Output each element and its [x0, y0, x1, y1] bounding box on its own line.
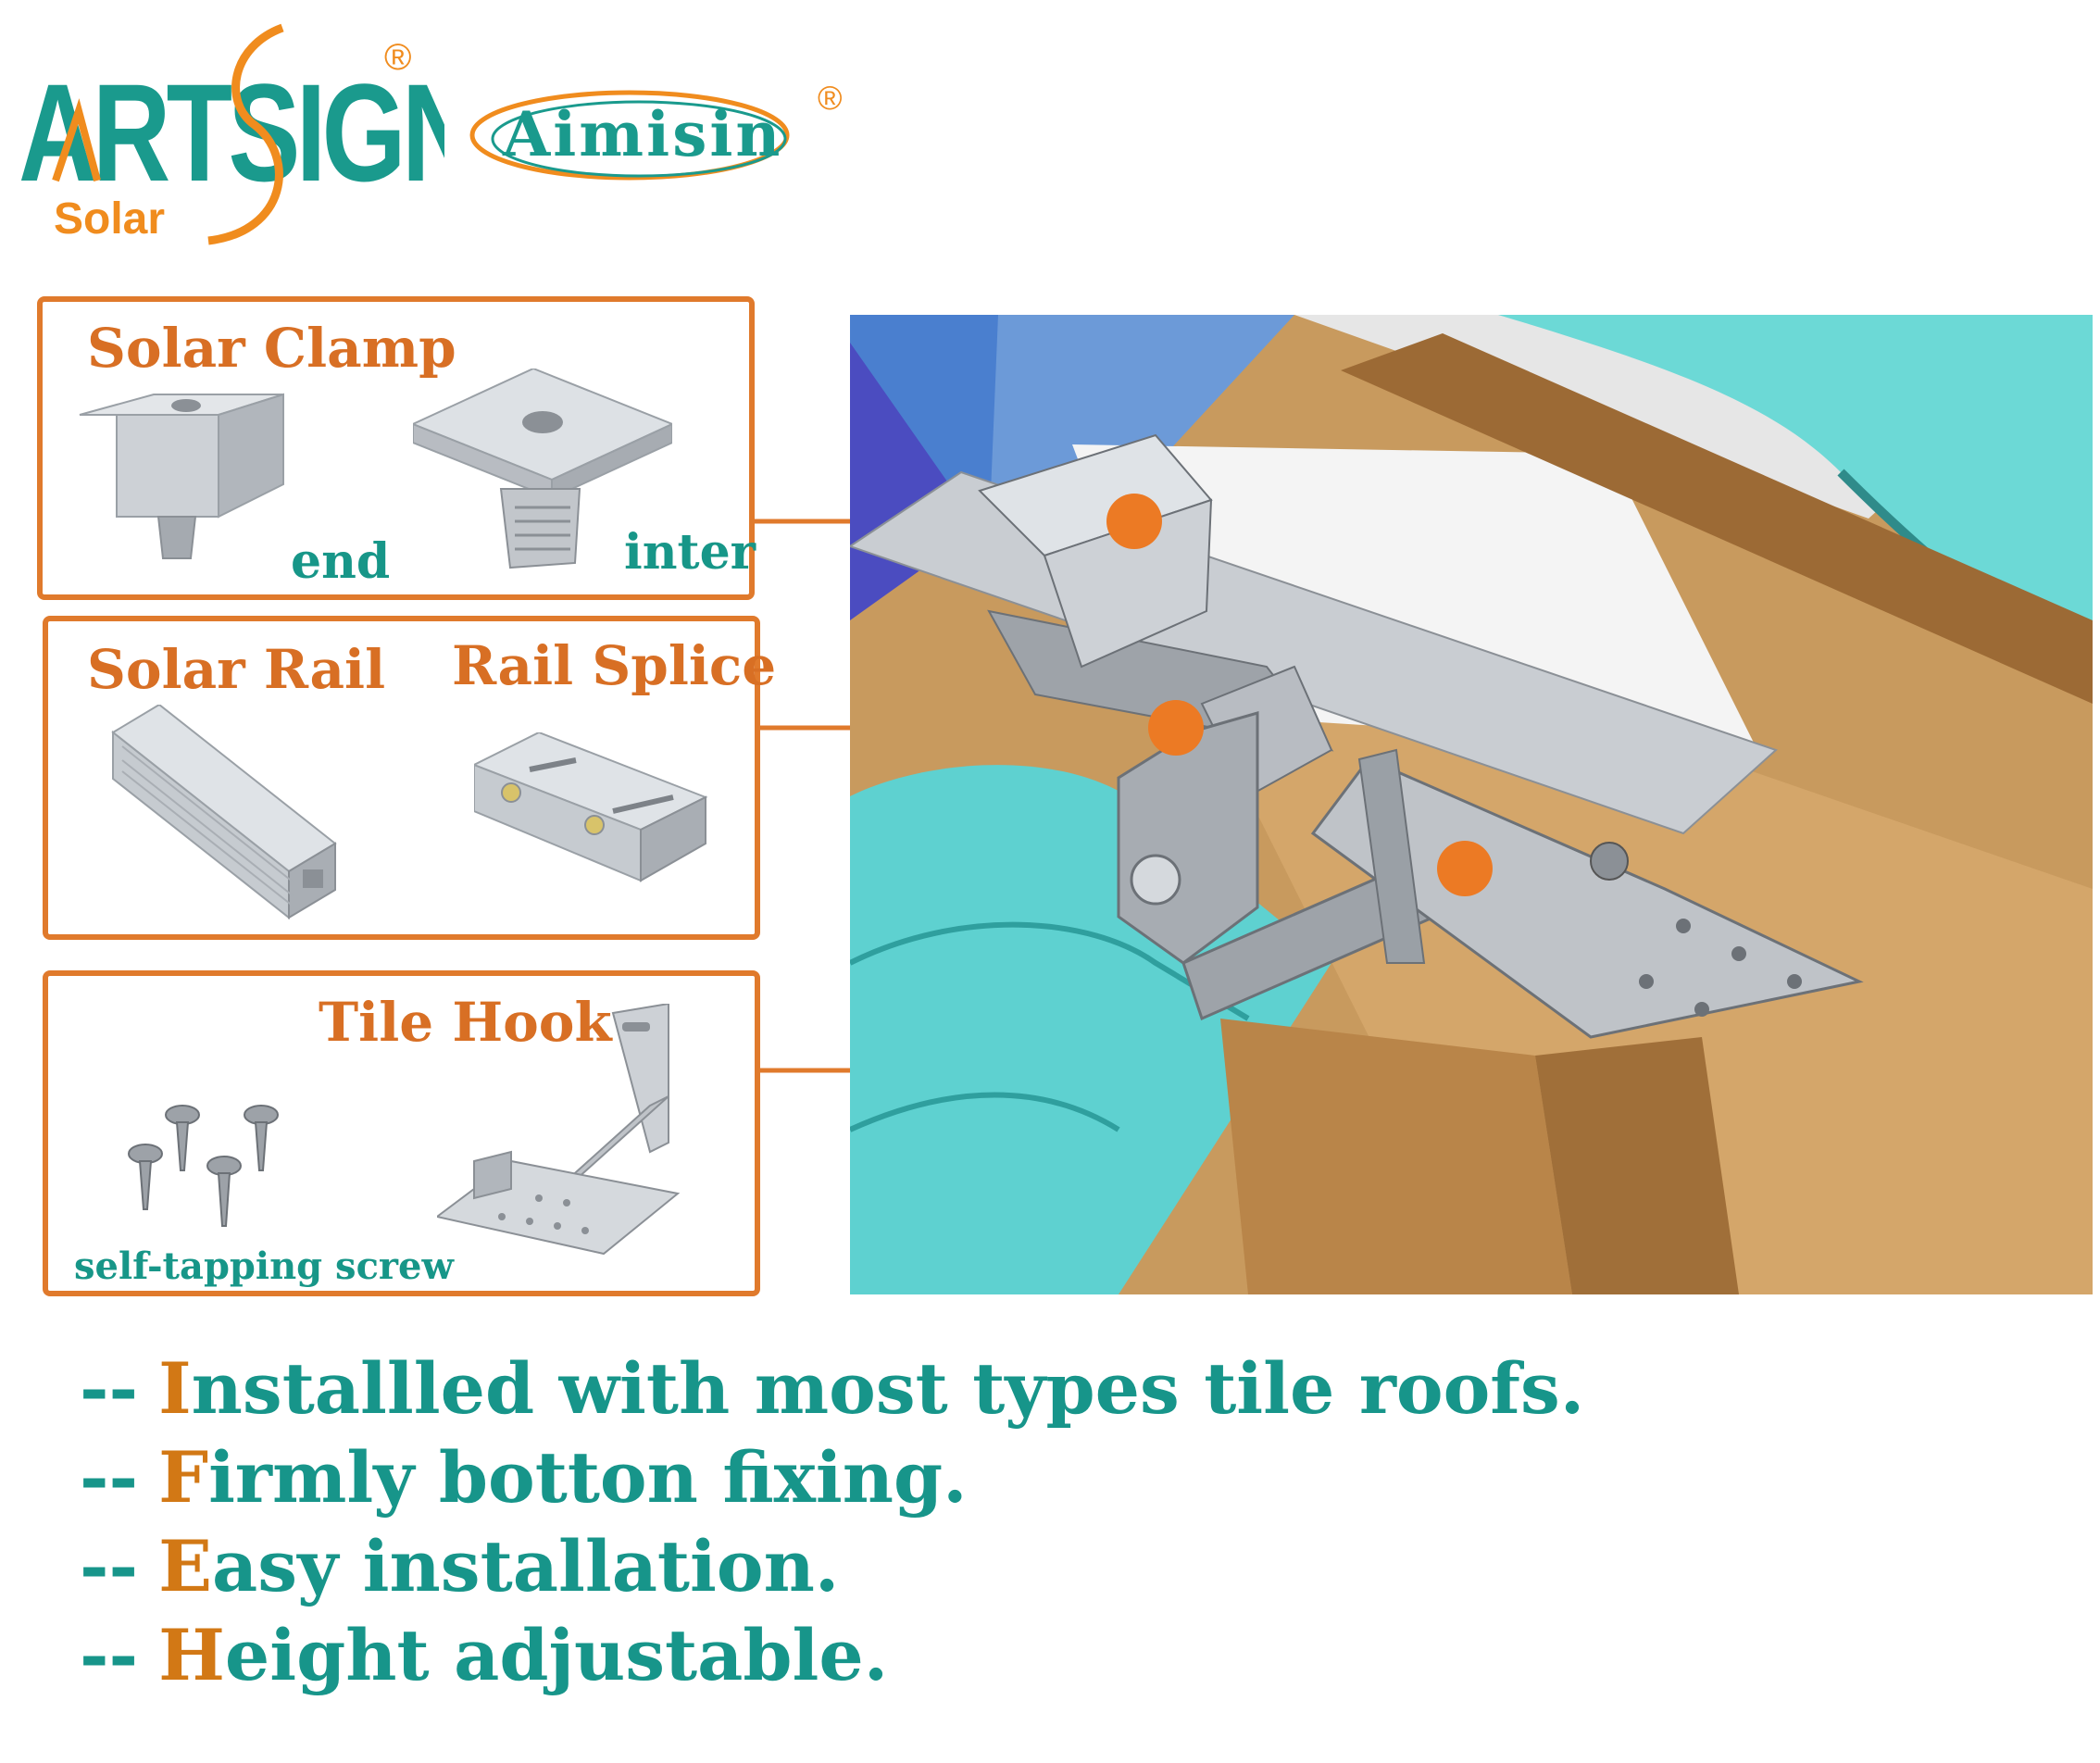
inter-clamp-icon [413, 369, 672, 569]
feature-item: --Easy installation. [80, 1525, 840, 1607]
tile-hook-title: Tile Hook [319, 991, 612, 1054]
artsign-solar-logo: ARTSIGN Solar ® [19, 23, 444, 245]
feature-item: --Firmly botton fixing. [80, 1436, 968, 1519]
clamp-marker-dot [1106, 494, 1162, 549]
artsign-swoosh-icon [207, 23, 284, 245]
registered-mark: ® [384, 37, 411, 78]
solar-clamp-panel: Solar Clamp end inter [37, 296, 756, 600]
tile-hook-icon [437, 1004, 681, 1256]
end-clamp-icon [79, 393, 284, 559]
roof-tile-upper [1498, 315, 2093, 676]
artsign-a-accent-icon [52, 98, 101, 182]
rail-marker-dot [1148, 700, 1204, 756]
solar-rail-icon [111, 705, 337, 920]
aimisin-logo: Aimisin ® [469, 79, 843, 181]
hook-marker-dot [1437, 841, 1493, 896]
rail-splice-icon [474, 732, 708, 882]
solar-clamp-title: Solar Clamp [87, 317, 456, 380]
tile-hook-panel: Tile Hook self-tapping screw [43, 970, 760, 1296]
artsign-sub-label: Solar [54, 194, 165, 244]
feature-list: --Installled with most types tile roofs.… [80, 1344, 1585, 1700]
artsign-wordmark: ARTSIGN [19, 55, 444, 210]
end-clamp-label: end [291, 533, 391, 590]
rail-splice-title: Rail Splice [452, 634, 777, 697]
aimisin-wordmark: Aimisin [502, 98, 782, 170]
solar-rail-panel: Solar Rail Rail Splice [43, 616, 776, 940]
feature-item: --Installled with most types tile roofs. [80, 1347, 1585, 1430]
self-tapping-screws-icon [128, 1105, 279, 1227]
solar-rail-title: Solar Rail [87, 638, 386, 701]
registered-mark: ® [818, 79, 843, 117]
inter-clamp-label: inter [624, 524, 756, 581]
feature-item: --Height adjustable. [80, 1614, 889, 1696]
self-tapping-screw-label: self-tapping screw [74, 1244, 454, 1288]
roof-mounting-illustration [850, 315, 2093, 1294]
